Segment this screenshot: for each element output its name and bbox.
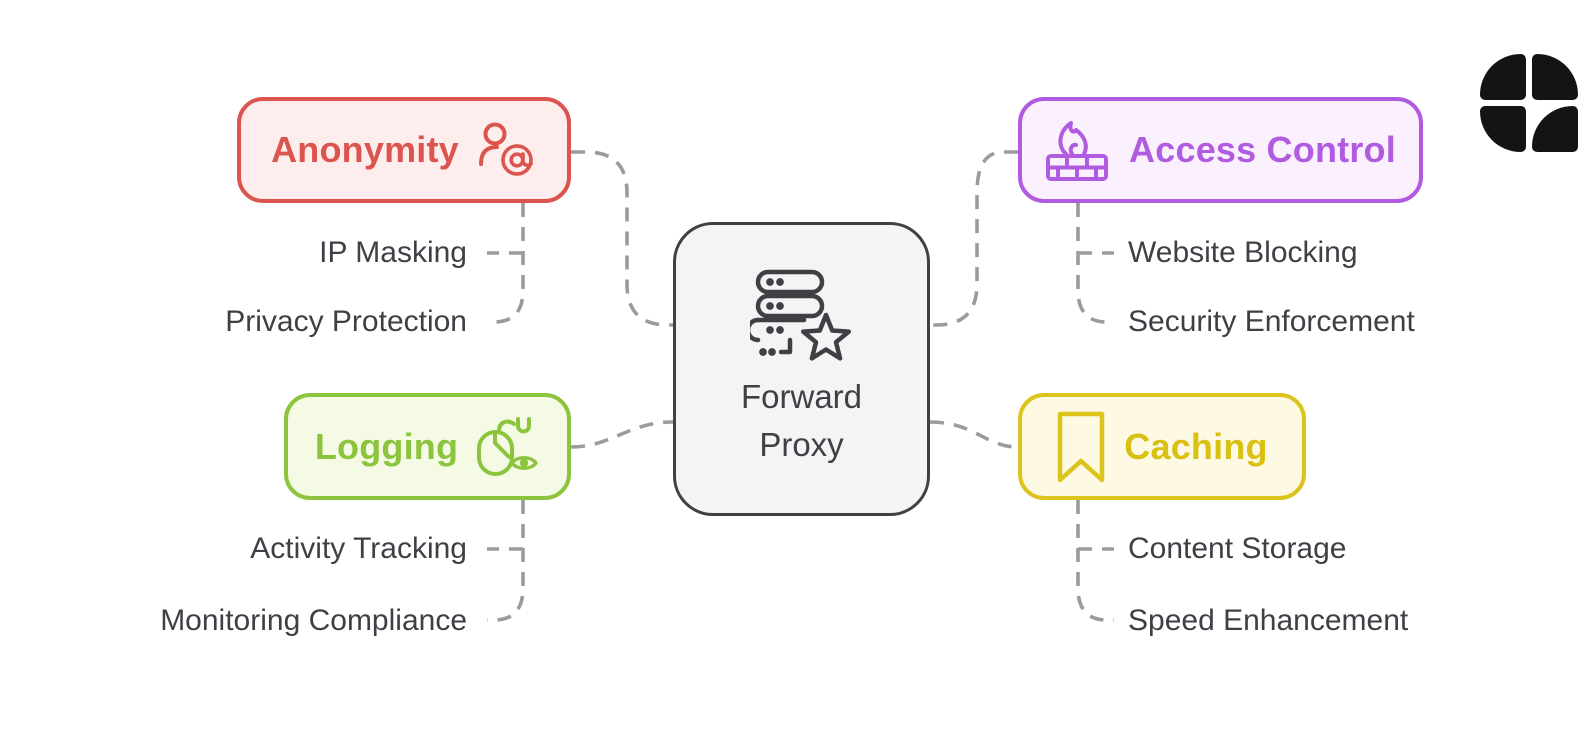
item-content-storage: Content Storage [1128,532,1347,565]
logging-label: Logging [314,425,459,467]
connector-logging-items [487,500,525,622]
connector-anonymity-center [571,150,673,327]
center-label-line2: Proxy [759,426,844,463]
connector-access-items [1076,203,1114,324]
connector-caching-items [1076,500,1114,622]
center-label-line1: Forward [740,378,863,415]
node-caching: Caching [1018,393,1306,500]
node-anonymity: Anonymity [237,97,571,203]
user-at-icon [478,122,533,176]
logo-quadrant-top-right [1532,54,1578,100]
item-activity-tracking: Activity Tracking [250,532,467,565]
logo-quadrant-top-left [1480,54,1526,100]
caching-label: Caching [1124,425,1268,467]
item-security-enforcement: Security Enforcement [1128,305,1415,338]
node-forward-proxy: Forward Proxy [673,222,930,516]
node-access-control: Access Control [1018,97,1423,203]
whimsical-logo [1480,54,1578,152]
item-website-blocking: Website Blocking [1128,236,1358,269]
mouse-eye-icon [477,416,538,476]
firewall-flame-icon [1046,121,1109,181]
connector-access-center [930,150,1018,327]
connector-anonymity-items [487,203,525,324]
item-speed-enhancement: Speed Enhancement [1128,604,1409,637]
connector-caching-center [929,420,1019,449]
item-ip-masking: IP Masking [319,236,467,269]
bookmark-icon [1058,411,1105,482]
server-star-icon [749,269,851,361]
logo-quadrant-bottom-right [1532,106,1578,152]
item-privacy-protection: Privacy Protection [225,305,467,338]
logo-quadrant-bottom-left [1480,106,1526,152]
access-control-label: Access Control [1129,129,1396,170]
connector-logging-center [570,420,674,449]
anonymity-label: Anonymity [271,129,459,170]
item-monitoring-compliance: Monitoring Compliance [160,604,467,637]
node-logging: Logging [284,393,571,500]
